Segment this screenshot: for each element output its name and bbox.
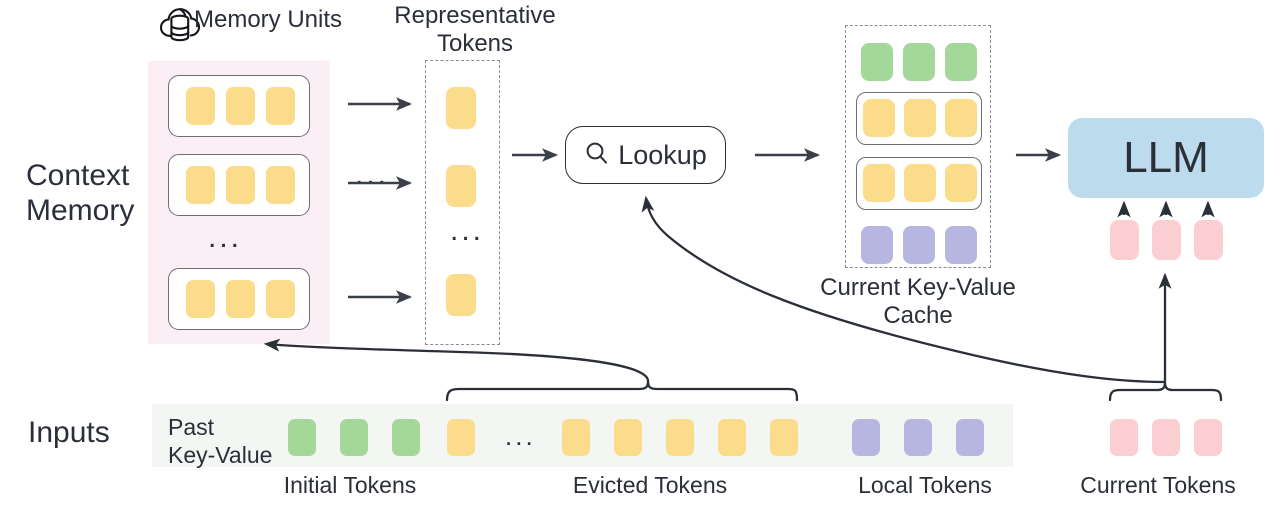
input-token-evicted — [447, 419, 475, 456]
caption-initial-tokens: Initial Tokens — [283, 472, 417, 498]
llm-input-token — [1194, 220, 1223, 260]
input-token-evicted — [562, 419, 590, 456]
memory-token — [186, 166, 215, 204]
context-memory-label: Context Memory — [26, 159, 135, 228]
past-key-value-label: Past Key-Value — [168, 414, 273, 468]
memory-token — [186, 87, 215, 125]
kv-cache-row-retrieved-unit — [856, 157, 982, 210]
memory-unit — [168, 268, 310, 330]
representative-token — [446, 87, 476, 129]
input-token-initial — [392, 419, 420, 456]
input-token-evicted — [770, 419, 798, 456]
memory-unit — [168, 75, 310, 137]
memory-unit — [168, 154, 310, 216]
memory-token — [186, 280, 215, 318]
kv-token — [861, 226, 893, 264]
representative-tokens-ellipsis: ... — [450, 214, 485, 247]
input-sequence-ellipsis: ... — [505, 421, 536, 451]
input-token-local — [956, 419, 984, 456]
caption-local-tokens: Local Tokens — [858, 472, 992, 498]
kv-token — [863, 164, 895, 202]
input-token-evicted — [614, 419, 642, 456]
representative-token — [446, 274, 476, 316]
kv-token — [945, 43, 977, 81]
kv-token — [861, 43, 893, 81]
input-token-initial — [340, 419, 368, 456]
brace-evicted-tokens — [445, 380, 799, 402]
caption-current-tokens: Current Tokens — [1080, 472, 1236, 498]
memory-units-title: Memory Units — [194, 6, 343, 33]
lookup-label: Lookup — [618, 139, 707, 170]
memory-token — [226, 166, 255, 204]
representative-tokens-group: ... — [425, 60, 500, 345]
llm-input-token — [1152, 220, 1181, 260]
kv-cache-row-local — [859, 222, 979, 268]
input-token-evicted — [666, 419, 694, 456]
llm-input-token — [1110, 220, 1139, 260]
input-token-evicted — [718, 419, 746, 456]
memory-token — [226, 280, 255, 318]
kv-token — [903, 226, 935, 264]
representative-tokens-title: Representative Tokens — [394, 2, 556, 58]
input-token-local — [904, 419, 932, 456]
current-token — [1110, 419, 1138, 456]
caption-evicted-tokens: Evicted Tokens — [572, 472, 728, 498]
search-icon — [584, 140, 610, 171]
memory-token — [226, 87, 255, 125]
representative-token — [446, 165, 476, 207]
kv-cache-row-retrieved-unit — [856, 92, 982, 145]
brace-current-tokens — [1108, 381, 1223, 402]
memory-token — [266, 280, 295, 318]
kv-token — [903, 43, 935, 81]
cloud-database-icon — [158, 2, 202, 46]
kv-token — [945, 226, 977, 264]
kv-cache-row-initial — [859, 39, 979, 85]
llm-box: LLM — [1068, 118, 1264, 198]
kv-token — [863, 99, 895, 137]
kv-token — [945, 164, 977, 202]
llm-label: LLM — [1123, 133, 1209, 182]
context-memory-panel: ... — [148, 61, 330, 344]
input-token-initial — [288, 419, 316, 456]
lookup-box[interactable]: Lookup — [565, 126, 726, 184]
input-token-local — [852, 419, 880, 456]
kv-cache-caption: Current Key-Value Cache — [820, 274, 1016, 330]
kv-token — [904, 99, 936, 137]
kv-token — [904, 164, 936, 202]
memory-token — [266, 87, 295, 125]
memory-units-ellipsis: ... — [208, 221, 243, 254]
arrow-column-ellipsis: ... — [355, 158, 390, 191]
kv-token — [945, 99, 977, 137]
current-token — [1152, 419, 1180, 456]
memory-token — [266, 166, 295, 204]
arrow-evicted-to-context-memory — [263, 338, 650, 382]
current-token — [1194, 419, 1222, 456]
current-kv-cache-group — [845, 25, 991, 268]
inputs-label: Inputs — [28, 416, 110, 449]
